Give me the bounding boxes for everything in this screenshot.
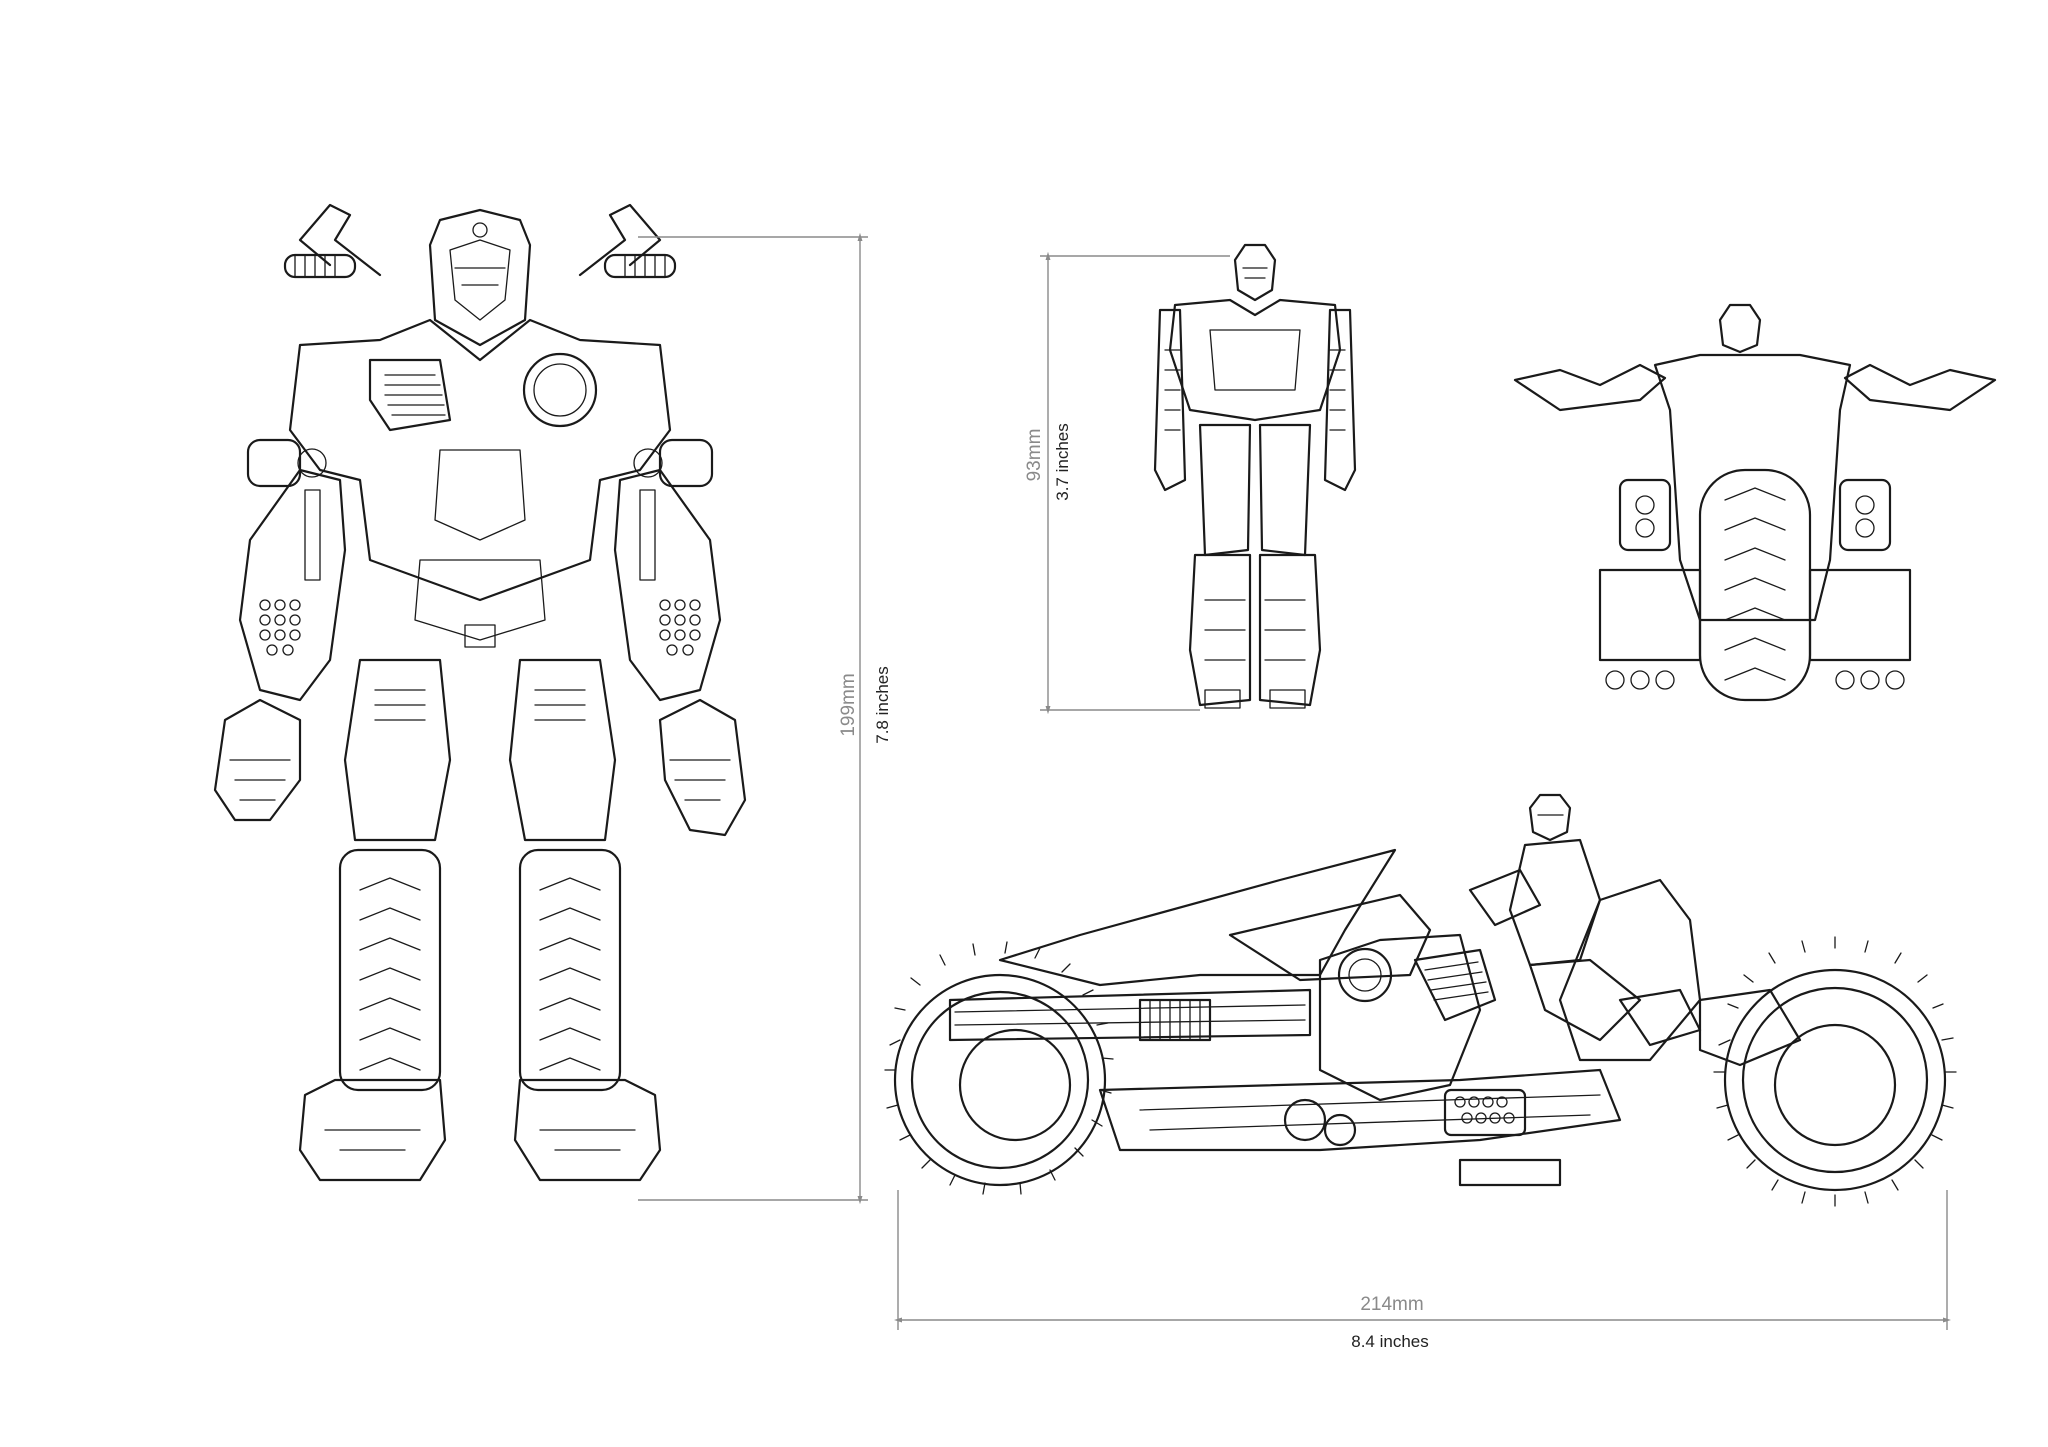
dim-bike-length: 214mm 8.4 inches (893, 1190, 1952, 1351)
bike-front-view (1513, 303, 1997, 702)
robot-small-view (1153, 243, 1357, 709)
robot-height-inches: 7.8 inches (873, 666, 892, 744)
dim-robot-height: 199mm 7.8 inches (638, 232, 892, 1205)
robot-front-view (213, 203, 747, 1182)
robot-height-mm: 199mm (838, 673, 859, 736)
small-robot-height-inches: 3.7 inches (1053, 423, 1072, 501)
bike-length-mm: 214mm (1360, 1294, 1423, 1315)
small-robot-height-mm: 93mm (1024, 429, 1045, 482)
dim-small-robot-height: 93mm 3.7 inches (1024, 251, 1230, 715)
bike-length-inches: 8.4 inches (1351, 1332, 1429, 1351)
bike-side-view (884, 793, 1957, 1207)
